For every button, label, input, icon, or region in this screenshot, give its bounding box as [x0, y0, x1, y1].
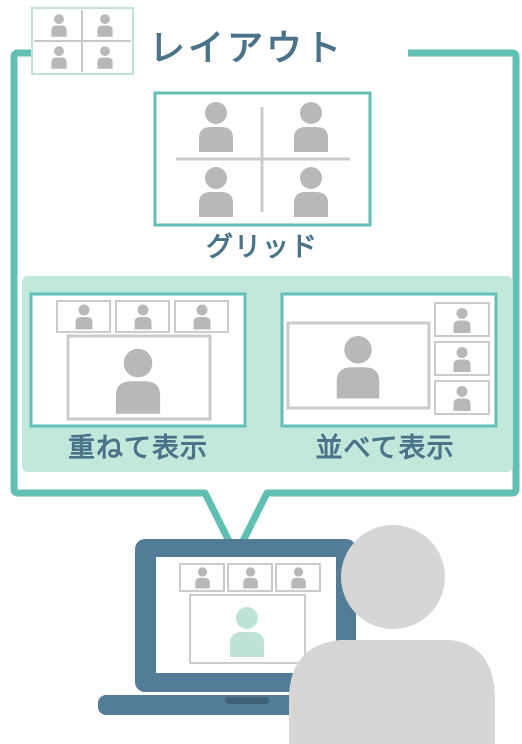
overlay-layout-illustration	[29, 292, 247, 428]
grid-layout-illustration	[153, 91, 372, 227]
grid-layout-icon	[31, 7, 134, 75]
page-title: レイアウト	[149, 28, 344, 69]
side-by-side-label: 並べて表示	[316, 433, 455, 464]
side-by-side-layout-illustration	[280, 292, 498, 428]
person-silhouette-icon	[289, 525, 495, 744]
grid-label: グリッド	[206, 231, 318, 263]
overlay-label: 重ねて表示	[68, 433, 208, 464]
